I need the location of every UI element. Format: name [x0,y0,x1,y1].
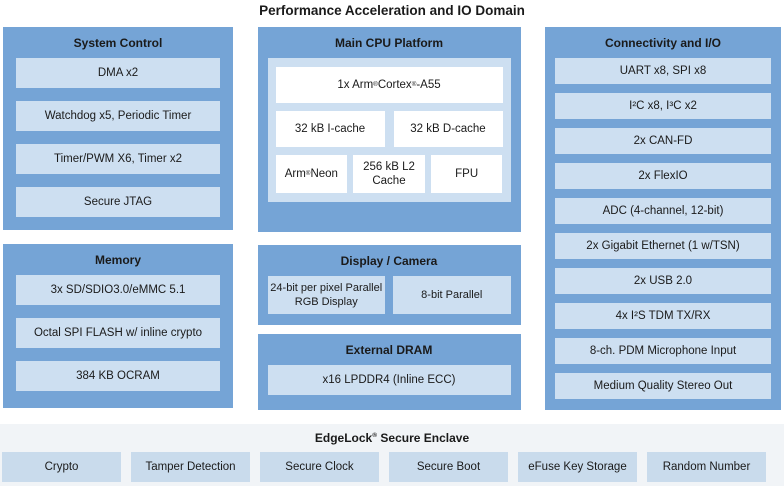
cpu-cache-row: 32 kB I-cache 32 kB D-cache [275,111,503,147]
block-item-usb: 2x USB 2.0 [555,268,771,294]
system-control-items: DMA x2 Watchdog x5, Periodic Timer Timer… [16,58,220,217]
left-column: System Control DMA x2 Watchdog x5, Perio… [3,27,233,410]
cpu-units-row: Arm® Neon 256 kB L2 Cache FPU [275,155,503,193]
main-cpu-header: Main CPU Platform [334,36,443,50]
block-item-can-fd: 2x CAN-FD [555,128,771,154]
block-item-lpddr4: x16 LPDDR4 (Inline ECC) [267,365,511,395]
diagram-title: Performance Acceleration and IO Domain [259,3,525,18]
block-item-sd-emmc: 3x SD/SDIO3.0/eMMC 5.1 [16,275,220,305]
external-dram-panel: External DRAM x16 LPDDR4 (Inline ECC) [257,334,521,410]
system-control-panel: System Control DMA x2 Watchdog x5, Perio… [3,27,233,230]
block-item-efuse-key-storage: eFuse Key Storage [518,452,637,482]
block-item-timer-pwm: Timer/PWM X6, Timer x2 [16,144,220,174]
block-item-adc: ADC (4-channel, 12-bit) [555,198,771,224]
block-item-secure-clock: Secure Clock [260,452,379,482]
display-camera-panel: Display / Camera 24-bit per pixel Parall… [257,245,521,325]
secure-enclave-items: Crypto Tamper Detection Secure Clock Sec… [0,452,784,482]
dcache-block: 32 kB D-cache [393,111,503,147]
block-item-ocram: 384 KB OCRAM [16,361,220,391]
block-item-secure-jtag: Secure JTAG [16,187,220,217]
memory-header: Memory [94,253,141,267]
display-camera-header: Display / Camera [340,254,438,268]
block-item-dma: DMA x2 [16,58,220,88]
secure-enclave-panel: EdgeLock® Secure Enclave Crypto Tamper D… [0,424,784,486]
block-item-secure-boot: Secure Boot [389,452,508,482]
connectivity-panel: Connectivity and I/O UART x8, SPI x8 I²C… [545,27,781,410]
main-cpu-panel: Main CPU Platform 1x Arm® Cortex®-A55 32… [257,27,521,232]
icache-block: 32 kB I-cache [275,111,385,147]
right-column: Connectivity and I/O UART x8, SPI x8 I²C… [545,27,781,410]
block-item-8bit-parallel: 8-bit Parallel [393,276,511,314]
cpu-cluster: 1x Arm® Cortex®-A55 32 kB I-cache 32 kB … [267,58,511,202]
l2-cache-block: 256 kB L2 Cache [353,155,425,193]
block-item-flexio: 2x FlexIO [555,163,771,189]
block-item-watchdog: Watchdog x5, Periodic Timer [16,101,220,131]
block-item-stereo-out: Medium Quality Stereo Out [555,373,771,399]
memory-items: 3x SD/SDIO3.0/eMMC 5.1 Octal SPI FLASH w… [16,275,220,391]
memory-panel: Memory 3x SD/SDIO3.0/eMMC 5.1 Octal SPI … [3,244,233,408]
block-item-i2c-i3c: I²C x8, I³C x2 [555,93,771,119]
secure-enclave-header: EdgeLock® Secure Enclave [314,431,470,445]
middle-column: Main CPU Platform 1x Arm® Cortex®-A55 32… [257,27,521,410]
fpu-block: FPU [430,155,503,193]
external-dram-items: x16 LPDDR4 (Inline ECC) [267,365,511,395]
block-item-parallel-rgb: 24-bit per pixel Parallel RGB Display [267,276,385,314]
block-item-i2s-tdm: 4x I²S TDM TX/RX [555,303,771,329]
block-item-octal-spi-flash: Octal SPI FLASH w/ inline crypto [16,318,220,348]
block-item-tamper-detection: Tamper Detection [131,452,250,482]
block-item-uart-spi: UART x8, SPI x8 [555,58,771,84]
system-control-header: System Control [73,36,163,50]
cpu-core-block: 1x Arm® Cortex®-A55 [275,67,503,103]
display-camera-items: 24-bit per pixel Parallel RGB Display 8-… [267,276,511,314]
connectivity-header: Connectivity and I/O [604,36,721,50]
block-item-gigabit-ethernet: 2x Gigabit Ethernet (1 w/TSN) [555,233,771,259]
neon-block: Arm® Neon [275,155,348,193]
connectivity-items: UART x8, SPI x8 I²C x8, I³C x2 2x CAN-FD… [555,58,771,399]
block-item-random-number: Random Number [647,452,766,482]
block-item-pdm-microphone: 8-ch. PDM Microphone Input [555,338,771,364]
diagram-columns: System Control DMA x2 Watchdog x5, Perio… [0,27,784,410]
block-item-crypto: Crypto [2,452,121,482]
external-dram-header: External DRAM [345,343,433,357]
